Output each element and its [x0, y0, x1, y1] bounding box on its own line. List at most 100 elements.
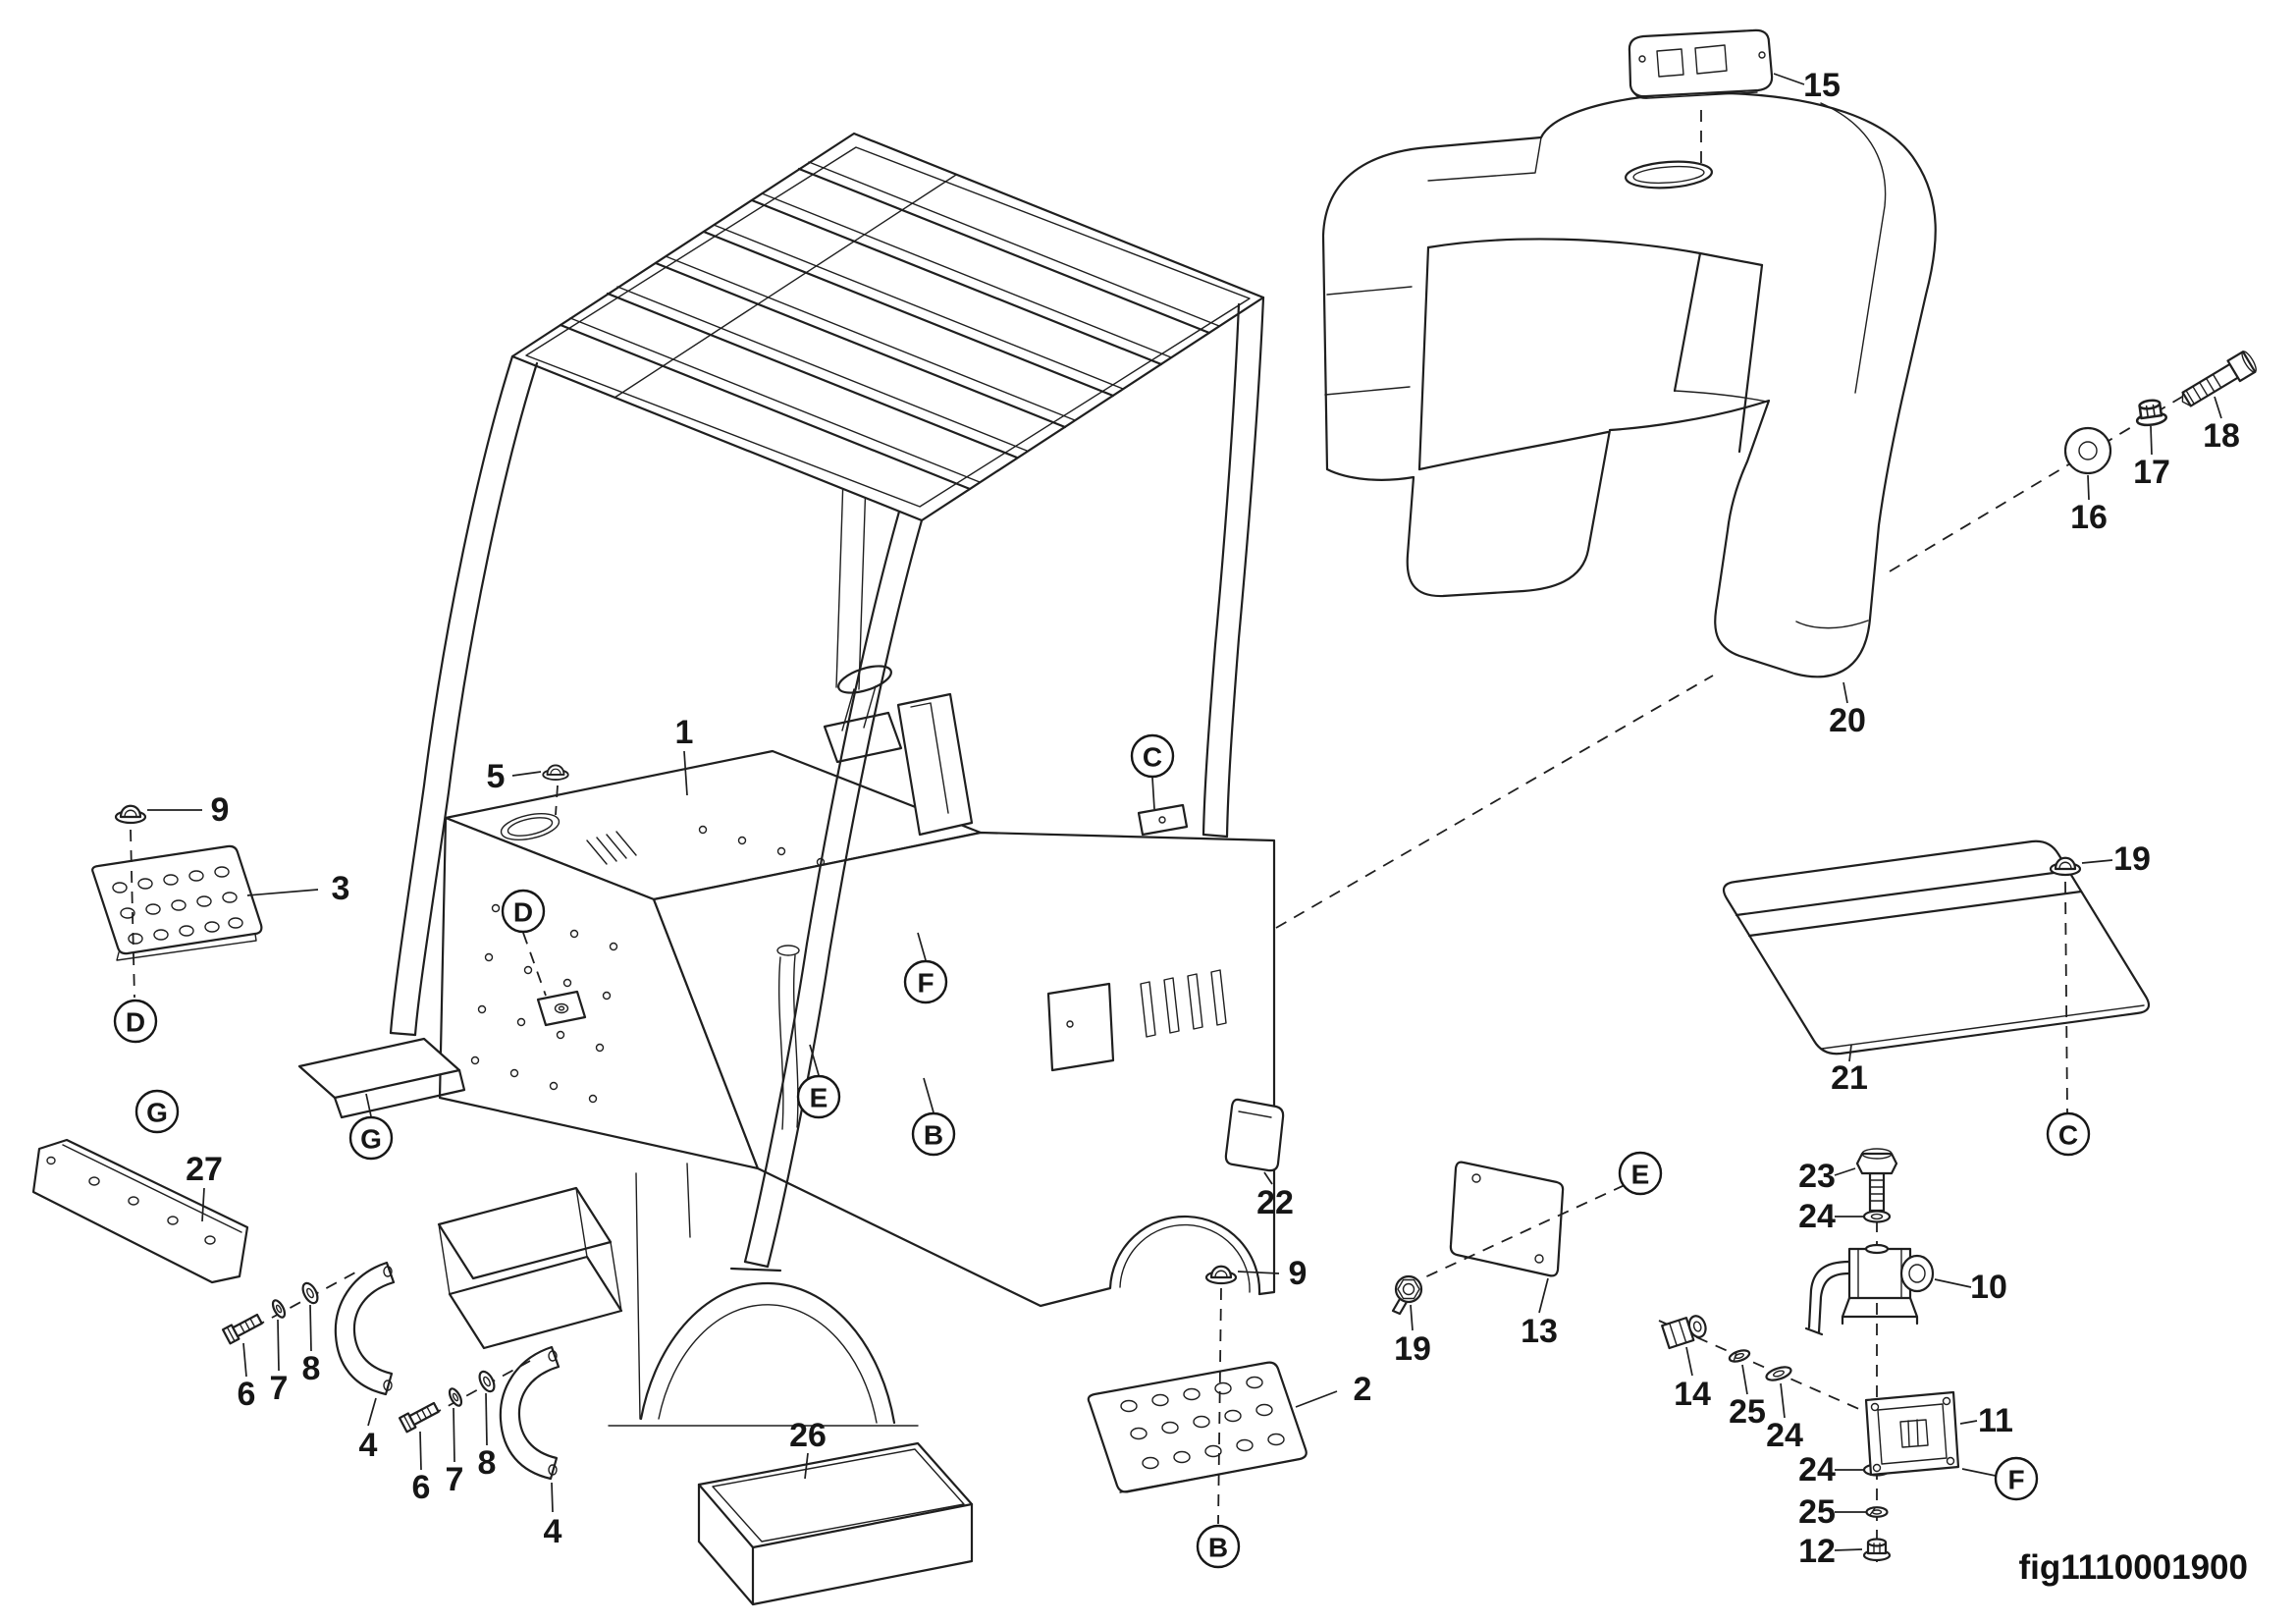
cover-bracket-part-15 [1628, 28, 1774, 99]
clamp-part-4-b [499, 1345, 561, 1481]
part-label-17: 17 [2133, 454, 2170, 491]
nut-part-12 [1862, 1538, 1892, 1562]
ref-callout-G: G [348, 1115, 394, 1161]
svg-text:E: E [1631, 1160, 1650, 1190]
ref-callout-E: E [796, 1074, 841, 1119]
nut-part-17 [2135, 399, 2168, 427]
part-label-6: 6 [412, 1469, 431, 1506]
cab-frame-part-1 [297, 132, 1276, 1427]
part-label-26: 26 [789, 1417, 827, 1454]
part-label-11: 11 [1978, 1402, 2013, 1439]
ref-callout-G: G [134, 1089, 180, 1134]
washer-part-8-a [301, 1281, 319, 1305]
part-label-22: 22 [1256, 1184, 1294, 1221]
part-label-1: 1 [675, 714, 694, 751]
svg-text:G: G [146, 1098, 168, 1128]
ref-callout-F: F [1994, 1456, 2039, 1501]
part-label-27: 27 [186, 1151, 223, 1188]
part-label-6: 6 [238, 1376, 256, 1413]
bolt-hole-pattern [470, 903, 618, 1104]
part-label-15: 15 [1803, 67, 1841, 104]
part-label-16: 16 [2070, 499, 2108, 536]
part-label-8: 8 [302, 1350, 321, 1387]
ref-callout-D: D [501, 889, 546, 934]
valve-part-10 [1804, 1243, 1935, 1336]
svg-text:G: G [360, 1124, 382, 1155]
part-label-4: 4 [359, 1427, 378, 1464]
leader-lines [147, 73, 2222, 1551]
cap-nut-part-9-b [1204, 1265, 1238, 1285]
svg-text:B: B [1208, 1533, 1228, 1563]
svg-text:C: C [1143, 742, 1162, 773]
part-label-13: 13 [1521, 1313, 1558, 1350]
svg-text:D: D [126, 1007, 145, 1038]
ref-callout-D: D [113, 999, 158, 1044]
part-label-5: 5 [487, 758, 506, 795]
part-label-24: 24 [1798, 1451, 1836, 1489]
part-label-4: 4 [544, 1513, 562, 1550]
step-plate-part-3 [91, 844, 263, 961]
ref-callout-C: C [1130, 733, 1175, 779]
part-label-10: 10 [1970, 1269, 2007, 1306]
spring-washer-part-25-b [1865, 1506, 1889, 1518]
part-label-19: 19 [2113, 840, 2151, 878]
cover-plate-part-13 [1449, 1161, 1565, 1277]
fitting-part-14 [1661, 1315, 1707, 1350]
part-label-25: 25 [1798, 1493, 1836, 1531]
washer-part-7-b [448, 1387, 463, 1407]
plate-part-11 [1864, 1390, 1960, 1477]
ref-callout-E: E [1618, 1151, 1663, 1196]
flange-bolt-part-19-b [1391, 1274, 1423, 1316]
part-label-20: 20 [1829, 702, 1866, 739]
washer-part-24-a [1862, 1210, 1892, 1223]
cover-part-22 [1224, 1098, 1285, 1172]
washer-part-16 [2063, 426, 2112, 475]
spring-washer-part-25-a [1728, 1349, 1751, 1363]
svg-text:D: D [513, 897, 533, 928]
svg-text:F: F [2007, 1465, 2024, 1495]
cap-nut-part-19-a [2049, 856, 2082, 877]
part-label-24: 24 [1798, 1198, 1836, 1235]
cap-nut-part-9-a [114, 804, 147, 825]
svg-text:F: F [917, 968, 934, 999]
bracket-part-d [536, 990, 587, 1027]
floor-plate-part-21 [1722, 839, 2151, 1056]
bolt-part-18 [2181, 351, 2257, 407]
washer-part-24-b [1765, 1366, 1792, 1381]
ref-callout-C: C [2046, 1111, 2091, 1157]
small-parts [114, 351, 2257, 1562]
part-label-12: 12 [1798, 1533, 1836, 1570]
part-label-3: 3 [332, 870, 350, 907]
part-label-9: 9 [1289, 1255, 1308, 1292]
ref-callout-B: B [1196, 1524, 1241, 1569]
bolt-part-23 [1855, 1148, 1898, 1213]
part-label-18: 18 [2203, 417, 2240, 455]
counterweight-part-20 [1321, 91, 1937, 678]
bolt-part-6-a [221, 1313, 263, 1345]
part-label-24: 24 [1766, 1417, 1803, 1454]
part-label-14: 14 [1674, 1376, 1711, 1413]
plug-part-5 [542, 764, 569, 781]
washer-part-8-b [478, 1370, 496, 1393]
part-label-8: 8 [478, 1444, 497, 1482]
svg-text:B: B [924, 1120, 943, 1151]
figure-id: fig1110001900 [2018, 1548, 2248, 1587]
part-label-7: 7 [446, 1461, 464, 1498]
part-label-21: 21 [1831, 1059, 1868, 1097]
clamp-part-4-a [334, 1261, 396, 1396]
ref-callout-F: F [903, 959, 948, 1004]
part-label-19: 19 [1394, 1330, 1431, 1368]
part-label-25: 25 [1729, 1393, 1766, 1431]
tray-part-26 [697, 1441, 974, 1606]
svg-text:E: E [810, 1083, 828, 1113]
part-label-9: 9 [211, 791, 230, 829]
svg-text:C: C [2058, 1120, 2078, 1151]
ref-callout-B: B [911, 1111, 956, 1157]
part-label-2: 2 [1354, 1371, 1372, 1408]
bolt-part-6-b [398, 1401, 440, 1434]
diagram-artwork [31, 28, 2151, 1606]
step-plate-part-2 [1087, 1361, 1308, 1493]
part-label-7: 7 [270, 1370, 289, 1407]
